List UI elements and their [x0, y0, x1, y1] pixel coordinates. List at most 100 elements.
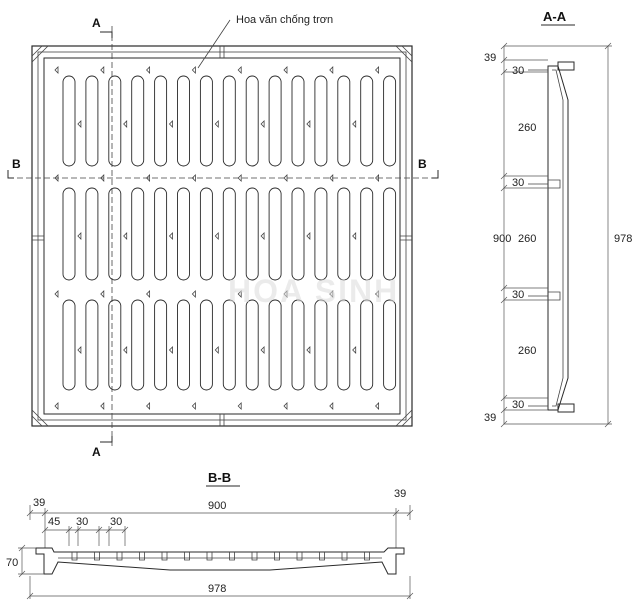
bb-rib — [94, 552, 100, 561]
anti-slip-slot — [62, 299, 76, 391]
anti-slip-slot — [222, 299, 236, 391]
anti-slip-slot — [383, 299, 397, 391]
anti-slip-slot — [108, 187, 122, 281]
anti-slip-slot — [131, 187, 145, 281]
anti-slip-diamond — [260, 232, 265, 240]
anti-slip-diamond — [123, 120, 128, 128]
section-b-label-left: B — [12, 157, 21, 171]
plan-frame-line-2 — [37, 51, 407, 421]
anti-slip-diamond — [54, 290, 59, 298]
anti-slip-diamond — [375, 174, 380, 182]
aa-dim-30-d: 30 — [512, 399, 524, 411]
section-aa-view: A-A 39 30 260 30 260 30 260 30 39 900 97… — [484, 9, 632, 428]
aa-dim-900: 900 — [493, 233, 511, 245]
bb-cover-profile — [35, 547, 405, 575]
anti-slip-slot — [177, 75, 190, 167]
anti-slip-diamond — [352, 120, 357, 128]
anti-slip-diamond — [100, 66, 105, 74]
anti-slip-slot — [131, 299, 145, 391]
anti-slip-diamond — [146, 290, 151, 298]
anti-slip-diamond — [352, 232, 357, 240]
bb-ribs — [71, 552, 370, 561]
anti-slip-diamond — [77, 120, 82, 128]
aa-frame-bottom — [557, 403, 575, 413]
anti-slip-slot — [291, 187, 305, 281]
anti-slip-slot — [154, 75, 168, 167]
anti-slip-diamond — [306, 120, 311, 128]
section-a-arrow-top — [100, 31, 113, 38]
aa-cover-inner — [552, 69, 564, 407]
bb-rib — [206, 552, 213, 561]
aa-dim-39-bottom: 39 — [484, 412, 496, 424]
anti-slip-slot — [85, 299, 99, 391]
anti-slip-diamond — [168, 346, 173, 354]
anti-slip-diamond — [123, 346, 128, 354]
anti-slip-slot — [222, 75, 236, 167]
anti-slip-slot — [245, 75, 259, 167]
corner-lug-bl — [31, 409, 49, 427]
anti-slip-slot — [360, 75, 374, 167]
section-b-label-right: B — [418, 157, 427, 171]
anti-slip-diamond — [77, 232, 82, 240]
anti-slip-diamond — [283, 66, 288, 74]
anti-slip-slot — [154, 299, 168, 391]
anti-slip-slot — [199, 187, 213, 281]
anti-slip-diamond — [191, 402, 196, 410]
section-a-arrow-bottom — [100, 436, 113, 443]
anti-slip-diamond — [146, 66, 151, 74]
bb-dim-70: 70 — [6, 557, 18, 569]
anti-slip-diamond — [168, 120, 173, 128]
bb-dim-39-right: 39 — [394, 488, 406, 500]
anti-slip-diamond — [329, 402, 334, 410]
bb-rib — [229, 552, 235, 561]
anti-slip-diamond — [54, 174, 59, 182]
anti-slip-slot — [85, 187, 99, 281]
bb-dim-978: 978 — [208, 583, 226, 595]
anti-slip-diamond — [283, 290, 288, 298]
aa-dim-extensions — [504, 45, 612, 425]
anti-slip-diamond — [260, 346, 265, 354]
anti-slip-diamond — [100, 290, 105, 298]
bb-dim-height-ticks — [18, 544, 44, 578]
anti-slip-slot — [222, 187, 236, 281]
bb-rib — [71, 552, 78, 561]
aa-dim-260-c: 260 — [518, 345, 536, 357]
anti-slip-slot — [177, 187, 190, 281]
bb-dim-rib-ticks — [41, 526, 129, 546]
anti-slip-slot — [108, 299, 122, 391]
anti-slip-slot — [337, 299, 351, 391]
anti-slip-slot — [291, 299, 305, 391]
anti-slip-slot — [360, 187, 374, 281]
section-aa-title: A-A — [543, 9, 567, 24]
corner-lug-tr — [395, 45, 413, 63]
anti-slip-slot — [314, 299, 328, 391]
anti-slip-diamond — [237, 290, 242, 298]
anti-slip-diamond — [54, 66, 59, 74]
anti-slip-diamond — [375, 66, 380, 74]
anti-slip-diamond — [237, 174, 242, 182]
aa-dim-30-c: 30 — [512, 289, 524, 301]
anti-slip-slot — [131, 75, 145, 167]
anti-slip-diamond — [77, 346, 82, 354]
anti-slip-slot — [245, 187, 259, 281]
anti-slip-diamond — [214, 346, 219, 354]
anti-slip-slot — [62, 75, 76, 167]
anti-slip-diamond — [100, 174, 105, 182]
anti-slip-pattern-grid — [54, 66, 380, 410]
anti-slip-diamond — [214, 232, 219, 240]
anti-slip-diamond — [260, 120, 265, 128]
anti-slip-slot — [291, 75, 305, 167]
anti-slip-slot — [85, 75, 99, 167]
anti-slip-diamond — [237, 402, 242, 410]
anti-slip-slot — [337, 187, 351, 281]
aa-dim-39-top: 39 — [484, 52, 496, 64]
bb-rib — [341, 552, 348, 561]
section-b-arrow-right — [432, 170, 439, 179]
anti-slip-diamond — [375, 290, 380, 298]
anti-slip-diamond — [54, 402, 59, 410]
anti-slip-slot — [268, 75, 282, 167]
anti-slip-slot-grid — [62, 75, 397, 391]
anti-slip-diamond — [214, 120, 219, 128]
anti-slip-note: Hoa văn chống trơn — [236, 14, 333, 26]
